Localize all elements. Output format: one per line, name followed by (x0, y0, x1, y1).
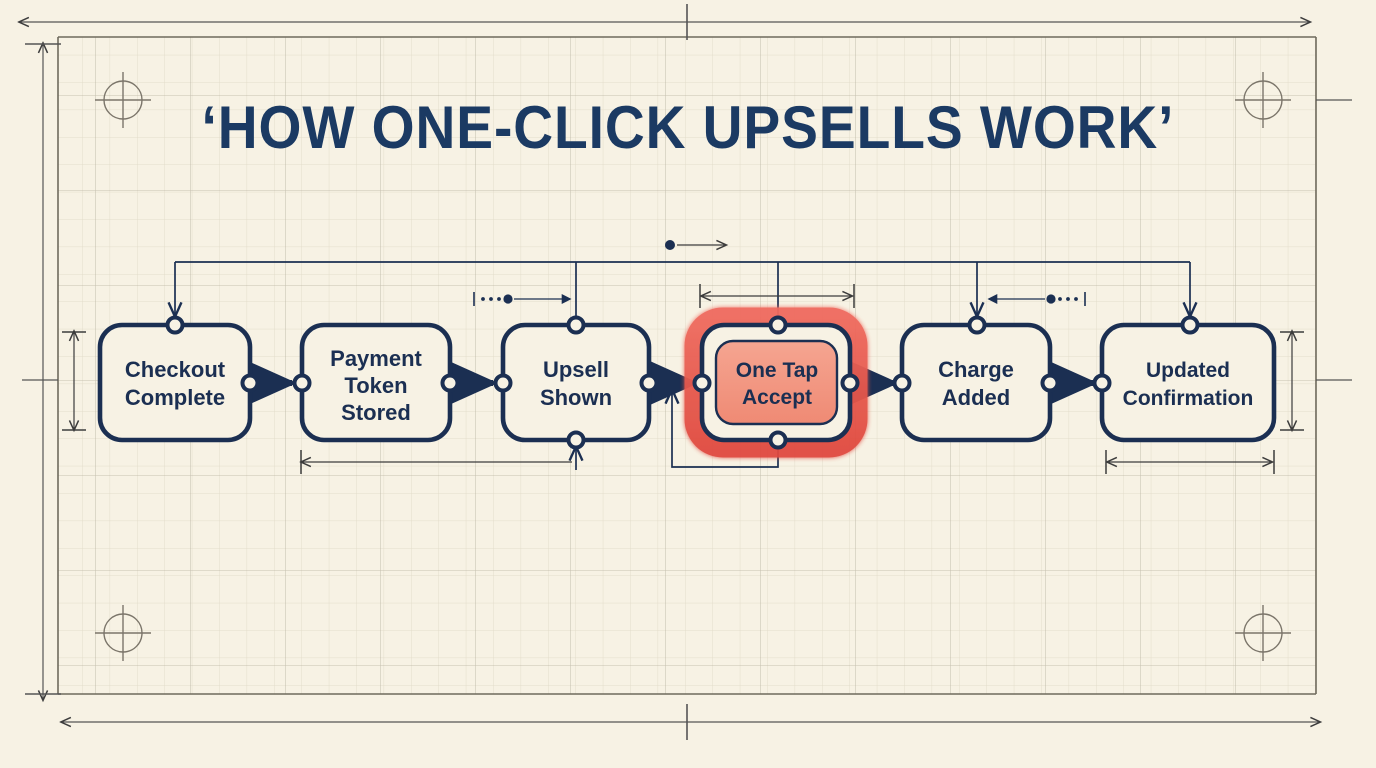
node-label-line1: Charge (938, 357, 1014, 382)
node-label-line1: Updated (1146, 359, 1230, 382)
frame-dimension-bottom (62, 704, 1320, 740)
node-label-line2: Shown (540, 385, 612, 410)
registration-mark-top-left (95, 72, 151, 128)
node-payment-token-stored[interactable]: Payment Token Stored (292, 322, 460, 443)
dim-left-vertical (62, 332, 86, 430)
node-upsell-shown[interactable]: Upsell Shown (493, 315, 659, 450)
dim-right-vertical (1280, 332, 1304, 430)
dim-bottom-left (301, 450, 572, 474)
port-top[interactable] (967, 315, 987, 335)
port-top[interactable] (566, 315, 586, 335)
registration-mark-bottom-right (1235, 605, 1291, 661)
node-one-tap-accept[interactable]: One Tap Accept (684, 307, 868, 458)
frame-tick-right (1316, 99, 1352, 381)
port-left[interactable] (1092, 373, 1112, 393)
port-right[interactable] (240, 373, 260, 393)
marker-dot-top (665, 239, 729, 251)
port-right[interactable] (440, 373, 460, 393)
node-label-line2: Token (344, 373, 407, 398)
port-left[interactable] (292, 373, 312, 393)
marker-dot-right (987, 292, 1086, 306)
registration-mark-top-right (1235, 72, 1291, 128)
node-checkout-complete[interactable]: Checkout Complete (97, 315, 260, 443)
node-label-line2: Added (942, 385, 1010, 410)
port-top[interactable] (165, 315, 185, 335)
node-label-line2: Complete (125, 385, 225, 410)
marker-dot-left (473, 292, 572, 306)
port-top[interactable] (768, 315, 788, 335)
dim-bottom-right (1105, 450, 1275, 474)
port-bottom[interactable] (566, 430, 586, 450)
page-title: ‘HOW ONE-CLICK UPSELLS WORK’ (202, 95, 1175, 162)
node-label-line1: One Tap (736, 359, 818, 382)
port-right[interactable] (639, 373, 659, 393)
registration-mark-bottom-left (95, 605, 151, 661)
node-charge-added[interactable]: Charge Added (892, 315, 1060, 443)
port-top[interactable] (1180, 315, 1200, 335)
node-label-line3: Stored (341, 400, 411, 425)
port-left[interactable] (892, 373, 912, 393)
port-left[interactable] (692, 373, 712, 393)
dim-top-center (699, 284, 855, 308)
port-left[interactable] (493, 373, 513, 393)
node-label-line1: Checkout (125, 357, 226, 382)
port-right[interactable] (1040, 373, 1060, 393)
node-label-line1: Payment (330, 346, 422, 371)
node-label-line2: Accept (742, 386, 812, 409)
port-right[interactable] (840, 373, 860, 393)
port-bottom[interactable] (768, 430, 788, 450)
node-label-line2: Confirmation (1123, 387, 1254, 410)
node-updated-confirmation[interactable]: Updated Confirmation (1092, 315, 1277, 443)
node-label-line1: Upsell (543, 357, 609, 382)
routing-lines (175, 261, 1190, 470)
accept-pill[interactable] (714, 339, 839, 426)
frame-dimension-top (20, 4, 1310, 40)
frame-dimension-left (25, 44, 61, 700)
